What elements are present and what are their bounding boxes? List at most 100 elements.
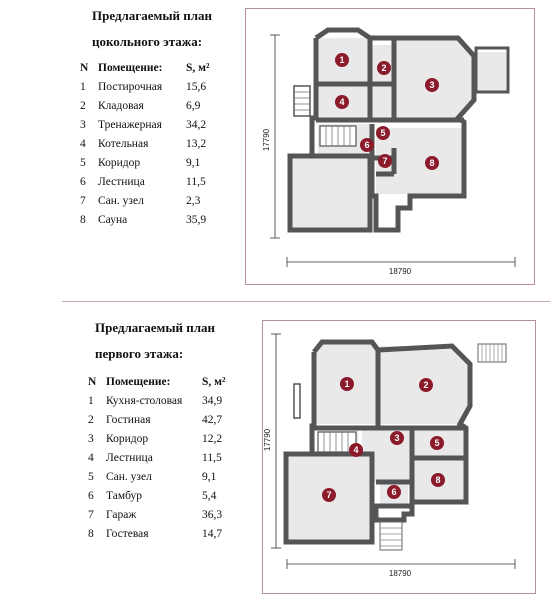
inner-stair-icon	[317, 431, 357, 453]
cell-name: Кухня-столовая	[106, 394, 183, 407]
marker-label: 7	[382, 156, 387, 166]
cell-area: 14,7	[202, 527, 223, 540]
cell-n: 8	[88, 527, 94, 540]
dimension-height: 17790	[263, 428, 272, 451]
cell-name: Лестница	[98, 175, 145, 188]
cell-name: Коридор	[98, 156, 141, 169]
cell-n: 3	[88, 432, 94, 445]
room-marker-2: 2	[377, 61, 391, 75]
room-fill	[372, 86, 394, 118]
stair-steps	[323, 432, 349, 452]
cell-name: Сан. узел	[98, 194, 144, 207]
col-n: N	[88, 375, 97, 388]
plan1-floor-plan: 1 2 3 4 5 6 7 8 17790 18790	[262, 27, 516, 276]
table-row: 2 Кладовая 6,9	[80, 96, 226, 115]
table-row: 2 Гостиная 42,7	[88, 410, 242, 429]
entry-steps	[379, 521, 403, 551]
stair-steps	[325, 126, 351, 146]
marker-label: 8	[435, 475, 440, 485]
cell-n: 7	[80, 194, 86, 207]
plan1-title-line2: цокольного этажа:	[92, 34, 203, 49]
cell-name: Гостиная	[106, 413, 151, 426]
cell-area: 36,3	[202, 508, 223, 521]
room-marker-6: 6	[360, 138, 374, 152]
cell-area: 12,2	[202, 432, 223, 445]
plan2-frame	[262, 320, 536, 594]
room-marker-3: 3	[390, 431, 404, 445]
dimension-width: 18790	[389, 569, 412, 578]
terrace-steps	[477, 343, 507, 363]
marker-label: 6	[364, 140, 369, 150]
cell-name: Гараж	[106, 508, 137, 521]
plan2-left-wall	[309, 352, 317, 452]
cell-n: 5	[80, 156, 86, 169]
cell-n: 7	[88, 508, 94, 521]
cell-name: Постирочная	[98, 80, 163, 93]
cell-area: 6,9	[186, 99, 201, 112]
marker-label: 3	[429, 80, 434, 90]
cell-n: 2	[88, 413, 94, 426]
cell-name: Сан. узел	[106, 470, 152, 483]
cell-area: 35,9	[186, 213, 207, 226]
cell-n: 1	[80, 80, 86, 93]
plan2-title-line1: Предлагаемый план	[95, 320, 216, 335]
table-row: 7 Гараж 36,3	[88, 505, 242, 524]
room-fill	[396, 38, 474, 118]
stair-icon	[293, 85, 311, 117]
cell-n: 1	[88, 394, 94, 407]
plan2-inner-walls	[372, 479, 412, 509]
cell-n: 6	[88, 489, 94, 502]
cell-n: 8	[80, 213, 86, 226]
plan1-frame	[245, 8, 535, 285]
entry-step-lines	[380, 527, 402, 547]
cell-n: 2	[80, 99, 86, 112]
room-marker-7: 7	[378, 154, 392, 168]
marker-label: 2	[423, 380, 428, 390]
room-marker-5: 5	[430, 436, 444, 450]
cell-area: 42,7	[202, 413, 223, 426]
room-marker-2: 2	[419, 378, 433, 392]
col-area: S, м²	[186, 61, 210, 74]
stair-steps	[294, 91, 310, 111]
cell-name: Тамбур	[106, 489, 143, 502]
col-name: Помещение:	[106, 375, 171, 388]
cell-name: Коридор	[106, 432, 149, 445]
marker-label: 2	[381, 63, 386, 73]
cell-name: Котельная	[98, 137, 149, 150]
marker-label: 1	[344, 379, 349, 389]
marker-label: 5	[380, 128, 385, 138]
room-marker-6: 6	[387, 485, 401, 499]
cell-area: 9,1	[202, 470, 217, 483]
cell-n: 3	[80, 118, 86, 131]
cell-area: 9,1	[186, 156, 201, 169]
cell-area: 11,5	[186, 175, 206, 188]
marker-label: 7	[326, 490, 331, 500]
marker-label: 8	[429, 158, 434, 168]
marker-label: 4	[339, 97, 344, 107]
marker-label: 3	[394, 433, 399, 443]
room-marker-8: 8	[425, 156, 439, 170]
room-marker-3: 3	[425, 78, 439, 92]
cell-name: Гостевая	[106, 527, 149, 540]
plan1-terrace	[474, 46, 510, 94]
cell-name: Лестница	[106, 451, 153, 464]
plan2-inner-walls	[314, 350, 466, 502]
marker-label: 1	[339, 55, 344, 65]
col-name: Помещение:	[98, 61, 163, 74]
cell-name: Кладовая	[98, 99, 144, 112]
porch-icon	[293, 383, 301, 419]
dimension-height: 17790	[262, 128, 271, 151]
room-fill	[290, 158, 370, 230]
plan2-garage-wall	[283, 451, 375, 545]
plan2-floor-plan: 1 2 3 4 5 6 7 8 17790 18790	[263, 333, 516, 578]
